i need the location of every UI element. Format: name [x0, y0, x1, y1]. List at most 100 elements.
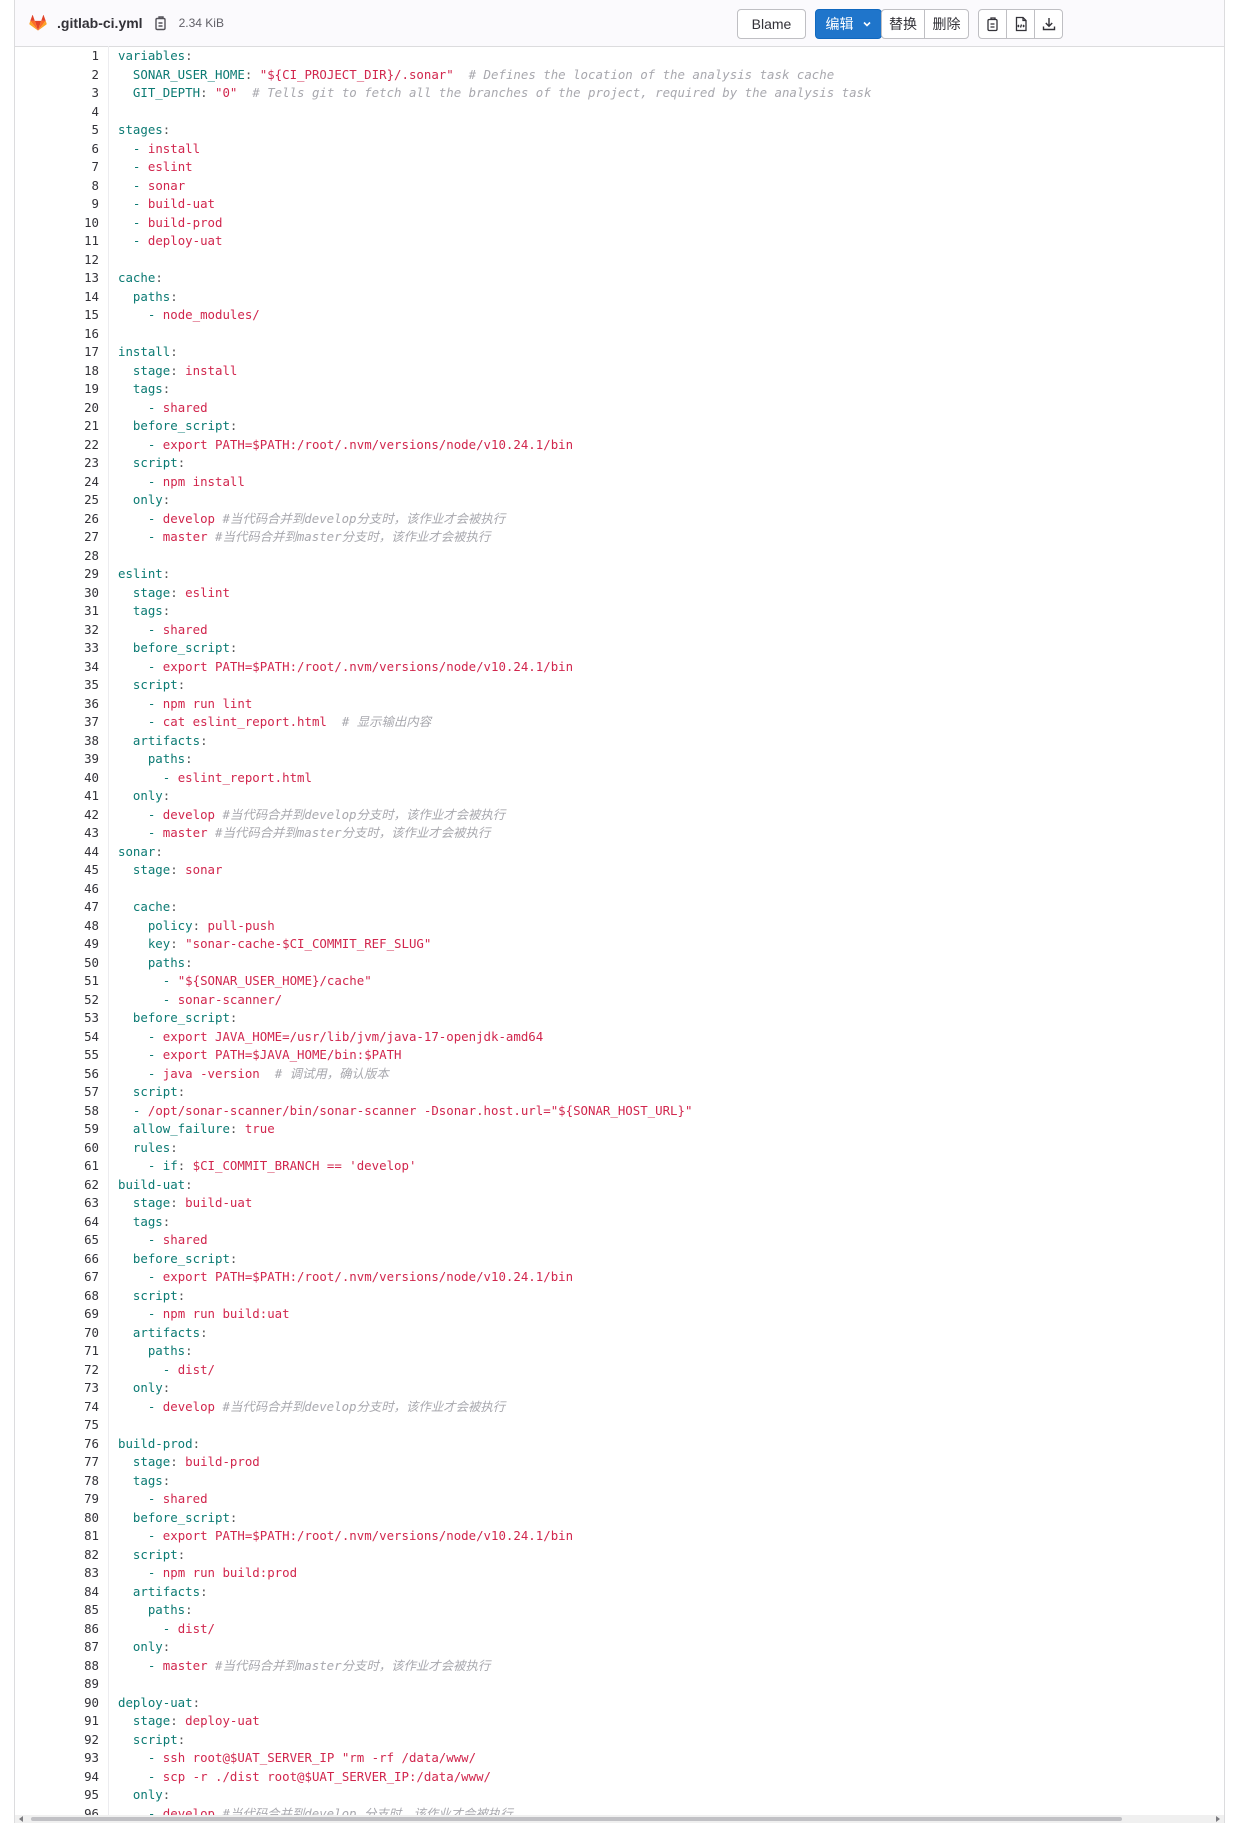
- line-number[interactable]: 26: [84, 510, 99, 526]
- open-raw-button[interactable]: [1006, 9, 1035, 39]
- line-number[interactable]: 14: [84, 288, 99, 304]
- line-number[interactable]: 57: [84, 1084, 99, 1099]
- line-number[interactable]: 92: [84, 1731, 99, 1747]
- delete-button[interactable]: 删除: [924, 9, 969, 39]
- download-button[interactable]: [1034, 9, 1063, 39]
- line-number[interactable]: 61: [84, 1158, 99, 1173]
- line-number[interactable]: 91: [84, 1713, 99, 1728]
- line-number[interactable]: 59: [84, 1121, 99, 1136]
- line-number[interactable]: 21: [84, 418, 99, 433]
- line-number[interactable]: 70: [84, 1324, 99, 1340]
- line-number[interactable]: 13: [84, 270, 99, 285]
- line-number[interactable]: 44: [84, 843, 99, 859]
- line-number[interactable]: 41: [84, 788, 99, 803]
- line-number[interactable]: 35: [84, 677, 99, 692]
- copy-contents-button[interactable]: [978, 9, 1007, 39]
- line-number[interactable]: 90: [84, 1694, 99, 1710]
- line-number[interactable]: 77: [84, 1454, 99, 1469]
- line-number[interactable]: 86: [84, 1620, 99, 1636]
- line-number[interactable]: 17: [84, 344, 99, 359]
- line-number[interactable]: 80: [84, 1509, 99, 1525]
- line-number[interactable]: 8: [91, 177, 99, 193]
- line-number[interactable]: 66: [84, 1250, 99, 1266]
- line-number[interactable]: 65: [84, 1232, 99, 1247]
- line-number[interactable]: 32: [84, 621, 99, 637]
- line-number[interactable]: 52: [84, 991, 99, 1007]
- line-number[interactable]: 24: [84, 473, 99, 489]
- line-number[interactable]: 55: [84, 1047, 99, 1062]
- line-number[interactable]: 81: [84, 1528, 99, 1543]
- line-number[interactable]: 50: [84, 954, 99, 970]
- line-number[interactable]: 76: [84, 1435, 99, 1451]
- line-number[interactable]: 64: [84, 1213, 99, 1229]
- line-number[interactable]: 25: [84, 492, 99, 507]
- line-number[interactable]: 1: [91, 48, 99, 63]
- line-number[interactable]: 45: [84, 862, 99, 877]
- line-number[interactable]: 93: [84, 1750, 99, 1765]
- line-number[interactable]: 74: [84, 1398, 99, 1414]
- line-number[interactable]: 62: [84, 1176, 99, 1192]
- line-number[interactable]: 33: [84, 640, 99, 655]
- line-number[interactable]: 37: [84, 714, 99, 729]
- line-number[interactable]: 48: [84, 917, 99, 933]
- line-number[interactable]: 16: [84, 325, 99, 341]
- line-number[interactable]: 2: [91, 66, 99, 82]
- line-number[interactable]: 71: [84, 1343, 99, 1358]
- line-number[interactable]: 22: [84, 436, 99, 452]
- line-number[interactable]: 19: [84, 381, 99, 396]
- line-number[interactable]: 78: [84, 1472, 99, 1488]
- edit-button[interactable]: 编辑: [815, 9, 882, 39]
- line-number[interactable]: 88: [84, 1657, 99, 1673]
- line-number[interactable]: 75: [84, 1417, 99, 1432]
- line-number[interactable]: 29: [84, 566, 99, 581]
- line-number[interactable]: 28: [84, 547, 99, 563]
- line-number[interactable]: 40: [84, 769, 99, 785]
- line-number[interactable]: 4: [91, 103, 99, 119]
- line-number[interactable]: 69: [84, 1306, 99, 1321]
- line-number[interactable]: 87: [84, 1639, 99, 1654]
- line-number[interactable]: 79: [84, 1491, 99, 1506]
- line-number[interactable]: 67: [84, 1269, 99, 1284]
- line-number[interactable]: 7: [91, 159, 99, 174]
- line-number[interactable]: 3: [91, 85, 99, 100]
- replace-button[interactable]: 替换: [881, 9, 925, 39]
- line-number[interactable]: 6: [91, 140, 99, 156]
- line-number[interactable]: 43: [84, 825, 99, 840]
- line-number[interactable]: 83: [84, 1565, 99, 1580]
- line-number[interactable]: 49: [84, 936, 99, 951]
- line-number[interactable]: 9: [91, 196, 99, 211]
- line-number[interactable]: 82: [84, 1546, 99, 1562]
- line-number[interactable]: 60: [84, 1139, 99, 1155]
- line-number[interactable]: 38: [84, 732, 99, 748]
- scrollbar-thumb[interactable]: [31, 1817, 1122, 1821]
- line-number[interactable]: 68: [84, 1287, 99, 1303]
- line-number[interactable]: 47: [84, 899, 99, 914]
- horizontal-scrollbar[interactable]: [15, 1815, 1224, 1823]
- line-number[interactable]: 42: [84, 806, 99, 822]
- line-number[interactable]: 54: [84, 1028, 99, 1044]
- line-number[interactable]: 20: [84, 399, 99, 415]
- scroll-left-arrow-icon[interactable]: [19, 1816, 23, 1822]
- line-number[interactable]: 73: [84, 1380, 99, 1395]
- line-number[interactable]: 15: [84, 307, 99, 322]
- line-number[interactable]: 10: [84, 214, 99, 230]
- line-number[interactable]: 39: [84, 751, 99, 766]
- line-number[interactable]: 51: [84, 973, 99, 988]
- line-number[interactable]: 56: [84, 1065, 99, 1081]
- line-number[interactable]: 95: [84, 1787, 99, 1802]
- scroll-right-arrow-icon[interactable]: [1216, 1816, 1220, 1822]
- line-number[interactable]: 89: [84, 1676, 99, 1691]
- copy-icon[interactable]: [153, 15, 169, 31]
- line-number[interactable]: 46: [84, 880, 99, 896]
- line-number[interactable]: 18: [84, 362, 99, 378]
- line-number[interactable]: 30: [84, 584, 99, 600]
- line-number[interactable]: 58: [84, 1102, 99, 1118]
- line-number[interactable]: 31: [84, 603, 99, 618]
- line-number[interactable]: 36: [84, 695, 99, 711]
- line-number[interactable]: 84: [84, 1583, 99, 1599]
- line-number[interactable]: 23: [84, 455, 99, 470]
- line-number[interactable]: 94: [84, 1768, 99, 1784]
- line-number[interactable]: 53: [84, 1010, 99, 1025]
- line-number[interactable]: 11: [84, 233, 99, 248]
- line-number[interactable]: 72: [84, 1361, 99, 1377]
